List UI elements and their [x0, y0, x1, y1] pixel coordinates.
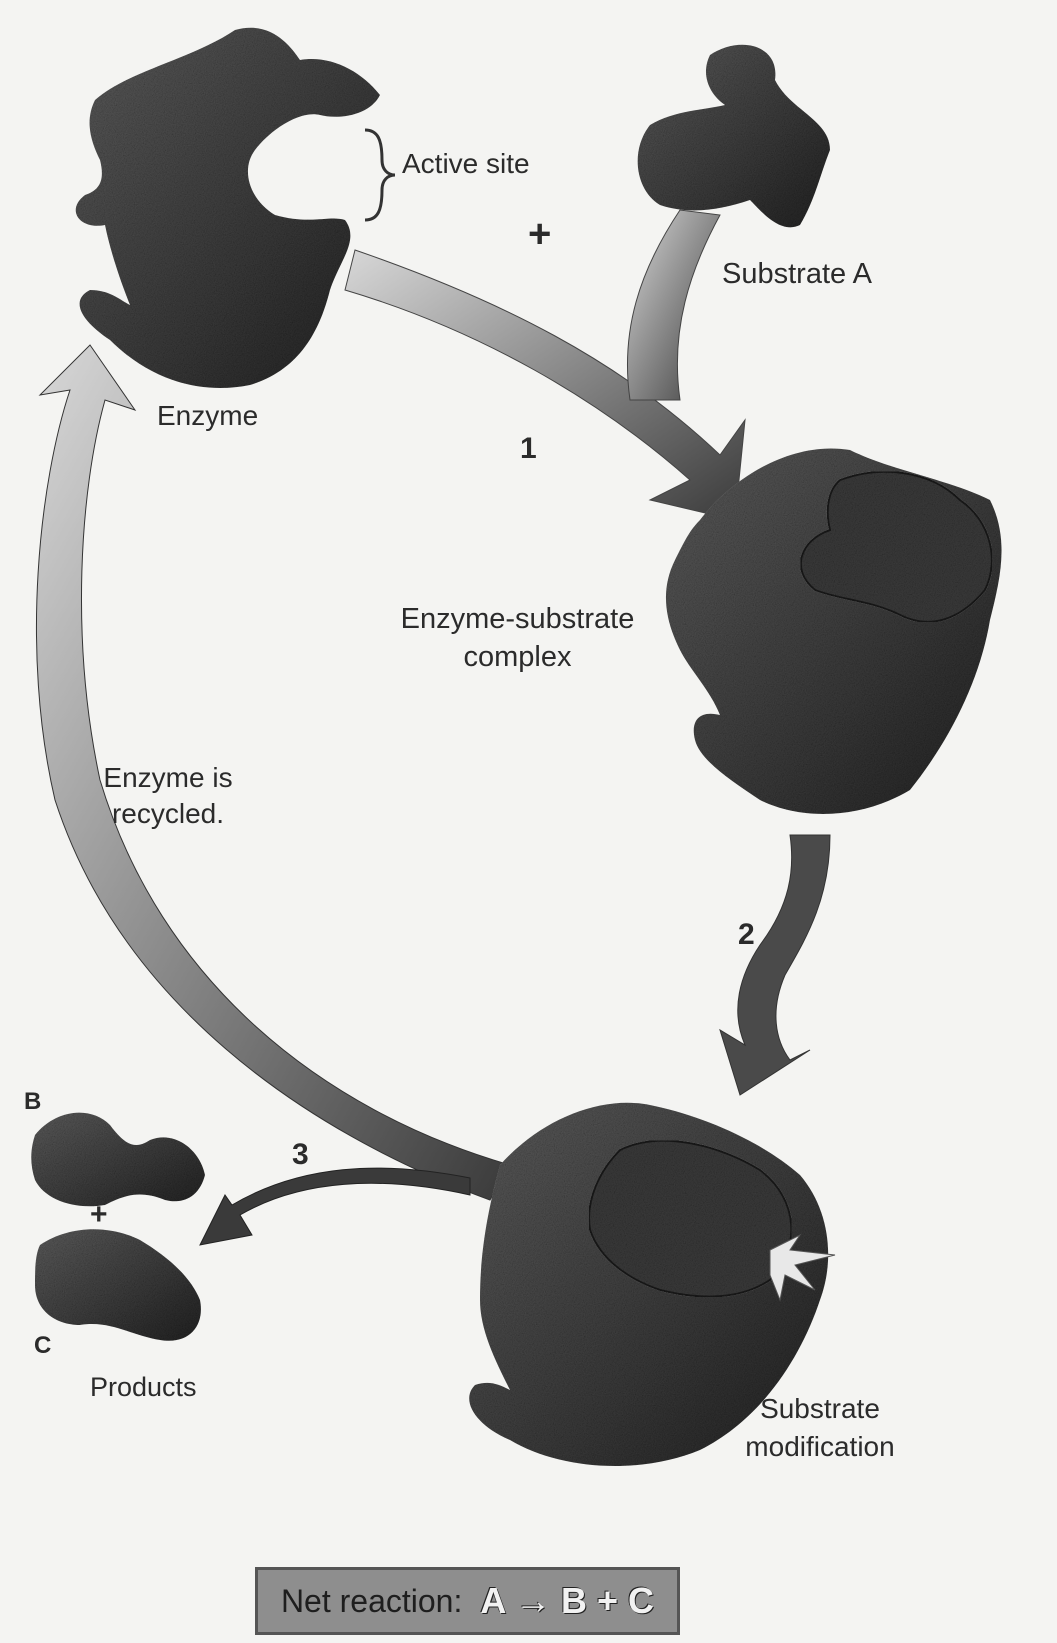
plus-sign: + — [528, 212, 551, 257]
step3-number: 3 — [292, 1138, 309, 1172]
net-reaction-box: Net reaction: A → B + C — [255, 1567, 680, 1635]
step2-arrow — [720, 835, 830, 1095]
products-label: Products — [90, 1372, 197, 1403]
modification-label: Substrate modification — [720, 1390, 920, 1466]
complex-label: Enzyme-substrate complex — [385, 600, 650, 676]
net-reaction-equation: A → B + C — [480, 1580, 654, 1622]
active-site-bracket — [365, 130, 395, 220]
net-reaction-label: Net reaction: — [281, 1583, 462, 1620]
step3-arrow — [200, 1168, 470, 1245]
product-b-shape — [31, 1113, 205, 1207]
step2-number: 2 — [738, 918, 755, 952]
enzyme-label: Enzyme — [157, 400, 258, 432]
recycled-label: Enzyme is recycled. — [88, 760, 248, 832]
product-b-letter: B — [24, 1088, 41, 1116]
product-c-shape — [35, 1229, 201, 1340]
active-site-label: Active site — [402, 148, 530, 180]
enzyme-shape — [76, 28, 380, 388]
products-plus-sign: + — [90, 1198, 108, 1232]
step1-number: 1 — [520, 432, 537, 466]
substrate-entry-arrow — [627, 210, 720, 400]
substrate-a-shape — [638, 45, 830, 228]
product-c-letter: C — [34, 1332, 51, 1360]
substrate-a-label: Substrate A — [722, 258, 872, 291]
